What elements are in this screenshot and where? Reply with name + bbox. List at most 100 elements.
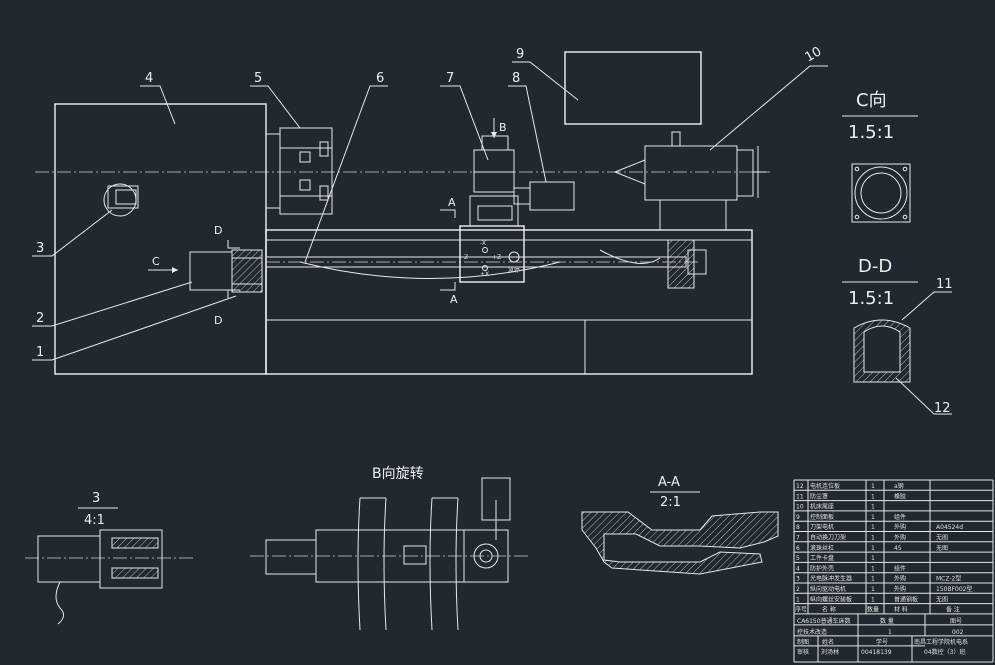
bom-row-no: 10 [796, 504, 804, 511]
detail3-scale: 4:1 [84, 513, 105, 528]
bom-row-no: 4 [796, 565, 800, 572]
balloon-1: 1 [36, 345, 44, 360]
bom-row-no: 8 [796, 524, 800, 531]
bom-row-note: 150BF002型 [936, 585, 972, 593]
title-id-label: 学号 [876, 638, 888, 646]
control-panel [564, 51, 702, 125]
pad-plus-z: +Z [492, 254, 501, 261]
bom-row-name: 刀架电机 [810, 523, 834, 531]
bom-row-qty: 1 [871, 493, 875, 500]
bom-row-no: 5 [796, 555, 800, 562]
tool-motor [529, 181, 575, 211]
bom-row-no: 1 [796, 596, 800, 603]
bom-row-name: 防尘罩 [810, 492, 828, 500]
pad-minus-x: -X [480, 240, 486, 247]
title-sub: 控技术改造 [797, 628, 827, 636]
marker-b: B [499, 121, 507, 134]
bom-header-note: 备 注 [946, 606, 960, 614]
b-view: B向旋转 [250, 466, 530, 631]
bom-row-no: 12 [796, 483, 804, 490]
detail-3-view: 3 4:1 [25, 491, 195, 625]
title-main: CA6150普通车床数 [797, 617, 851, 625]
dd-view-scale: 1.5:1 [848, 288, 894, 309]
bom-row-material: 外购 [894, 575, 906, 583]
bom-row-name: 自动换刀刀架 [810, 534, 846, 542]
bom-row-name: 纵向螺丝安装板 [810, 595, 852, 603]
protective-housing [54, 103, 267, 375]
bom-row-qty: 1 [871, 565, 875, 572]
title-name-label: 姓名 [822, 638, 834, 646]
aa-view-scale: 2:1 [660, 495, 681, 510]
dd-view-title: D-D [858, 256, 892, 277]
bom-row-name: 机床尾座 [810, 503, 834, 511]
bom-row-name: 滚珠丝杠 [810, 544, 834, 552]
title-col-qty: 数 量 [880, 617, 894, 625]
bom-header-material: 材 料 [894, 606, 908, 614]
title-qty-value: 1 [888, 629, 892, 636]
longitudinal-motor [189, 251, 233, 291]
bom-header-name: 名 称 [822, 606, 836, 614]
balloon-11: 11 [936, 277, 953, 292]
balloon-2: 2 [36, 311, 44, 326]
balloon-6: 6 [376, 71, 384, 86]
bom-row-name: 防护外壳 [810, 564, 834, 572]
aa-view-title: A-A [658, 475, 680, 490]
marker-c: C [152, 255, 160, 268]
bom-row-qty: 1 [871, 545, 875, 552]
c-view: C向 1.5:1 [842, 90, 918, 223]
bom-row-qty: 1 [871, 535, 875, 542]
balloon-3: 3 [36, 241, 44, 256]
title-class: 04数控（3）班 [924, 648, 965, 656]
bom-row-no: 6 [796, 545, 800, 552]
c-view-title: C向 [856, 90, 887, 111]
bom-row-no: 11 [796, 493, 804, 500]
bom-row-no: 9 [796, 514, 800, 521]
marker-a-top: A [448, 196, 456, 209]
bom-row-note: A04524d [936, 524, 963, 531]
bom-row-name: 光电脉冲发生器 [810, 575, 852, 583]
balloon-4: 4 [145, 71, 153, 86]
bom-row-qty: 1 [871, 576, 875, 583]
bom-row-qty: 1 [871, 514, 875, 521]
balloon-5: 5 [254, 71, 262, 86]
pad-plus-x: +X [480, 271, 489, 278]
pulse-generator [107, 185, 139, 209]
bom-header-no: 序号 [795, 606, 807, 614]
tailstock [613, 131, 766, 231]
bom-row-name: 电机连位板 [810, 482, 840, 490]
bom-header-qty: 数量 [867, 606, 879, 614]
bom-row-note: 无图 [936, 596, 948, 603]
c-view-scale: 1.5:1 [848, 122, 894, 143]
bom-row-qty: 1 [871, 555, 875, 562]
bom-row-material: a钢 [894, 482, 904, 490]
main-view: -X -Z +Z +X 急停 D D C A A B 4 5 6 7 8 9 1… [32, 44, 828, 375]
bom-row-note: 无图 [936, 535, 948, 542]
balloon-10: 10 [803, 44, 825, 65]
lathe-bed [265, 229, 753, 375]
bom-row-no: 2 [796, 586, 800, 593]
bom-row-material: 外购 [894, 523, 906, 531]
marker-d-bottom: D [214, 314, 222, 327]
bom-row-qty: 1 [871, 586, 875, 593]
title-reviewer-label: 审核 [797, 648, 809, 656]
bom-row-no: 3 [796, 576, 800, 583]
bom-row-material: 45 [894, 545, 902, 552]
bom-row-qty: 1 [871, 504, 875, 511]
bom-row-name: 纵向驱动电机 [810, 585, 846, 593]
bom-row-material: 组件 [894, 513, 906, 521]
bom-row-material: 橡胶 [894, 492, 906, 500]
aa-view: A-A 2:1 [581, 475, 779, 575]
balloon-7: 7 [446, 71, 454, 86]
workpiece-chuck [265, 127, 333, 215]
bom-row-material: 普通钢板 [894, 595, 918, 603]
title-reviewer-name: 刘汤林 [821, 648, 839, 656]
pad-minus-z: -Z [462, 254, 468, 261]
detail3-title: 3 [92, 491, 100, 506]
bom-row-qty: 1 [871, 596, 875, 603]
b-view-title: B向旋转 [372, 466, 424, 482]
bom-row-material: 外购 [894, 585, 906, 593]
bom-row-qty: 1 [871, 524, 875, 531]
title-student-id: 00418139 [861, 649, 892, 656]
marker-d-top: D [214, 224, 222, 237]
